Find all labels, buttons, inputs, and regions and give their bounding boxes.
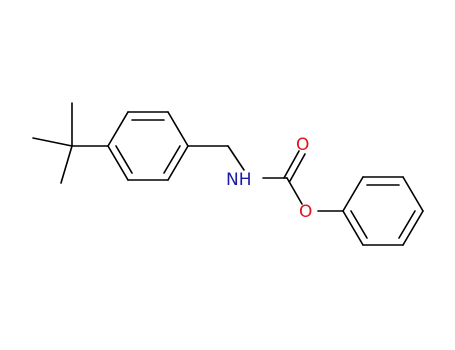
nitrogen-label: NH [226,170,252,190]
ring2-bond-6 [342,210,364,246]
ring2-bond-4 [402,210,424,246]
ring2-bond-1 [342,176,364,212]
tert-butyl-group [32,102,109,184]
ring1-bond-1 [107,111,129,147]
ring1-bond-3 [167,111,189,147]
ester-oxygen-label: O [299,202,312,222]
bond-tbu-methyl-left [32,137,73,147]
ring2-inner-bond-c [350,210,368,239]
carbamate-chain [187,145,344,212]
ring1-inner-bond-c [115,145,133,174]
bond-carbonyl-double-2 [289,153,306,182]
benzene-ring-right [342,176,424,246]
ring2-bond-3 [402,176,424,212]
ring2-inner-bond-b [398,210,416,239]
ring1-inner-bond-b [163,145,181,174]
ring1-bond-4 [167,145,189,181]
bond-ch2-to-n [227,145,245,171]
bond-tbu-methyl-down [60,145,73,184]
ring1-bond-6 [107,145,129,181]
carbonyl-oxygen-label: O [296,135,309,155]
benzene-ring-left [107,111,189,181]
bond-carbonyl-to-o [286,177,303,205]
bond-carbonyl-double-1 [283,150,300,179]
